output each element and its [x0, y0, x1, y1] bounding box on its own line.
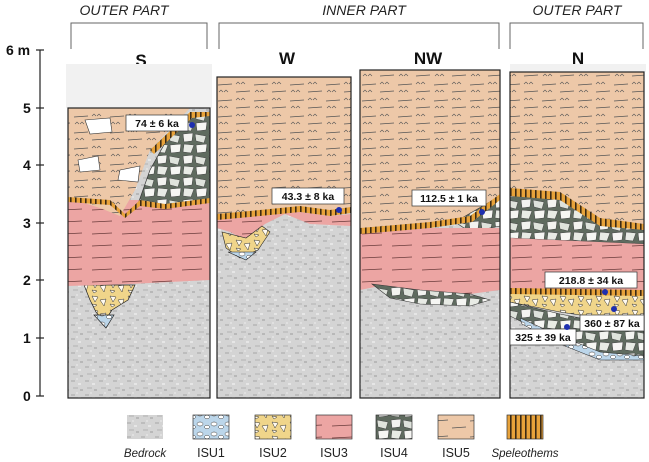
background-haze-s — [66, 64, 212, 108]
legend-swatch-isu5 — [437, 414, 475, 440]
bracket-outer-left — [70, 22, 208, 49]
sample-dot-n-low — [564, 324, 570, 330]
legend-item-isu3: ISU3 — [315, 414, 353, 460]
date-s-top: 74 ± 6 ka — [125, 114, 195, 132]
svg-text:218.8 ± 34 ka: 218.8 ± 34 ka — [559, 275, 623, 287]
outer-part-label-right: OUTER PART — [533, 2, 623, 18]
svg-text:Speleothems: Speleothems — [491, 448, 558, 460]
y-tick-2: 2 — [23, 272, 31, 288]
sample-dot-n-upper — [602, 289, 608, 295]
s-isu3 — [68, 200, 210, 286]
n-speleothem-mid — [510, 288, 644, 296]
svg-text:Bedrock: Bedrock — [124, 448, 167, 460]
inner-part-label: INNER PART — [322, 2, 407, 18]
sample-dot-n-mid — [611, 306, 617, 312]
legend-swatch-isu3 — [315, 414, 353, 440]
svg-text:ISU1: ISU1 — [197, 446, 225, 460]
outer-part-label-left: OUTER PART — [80, 2, 170, 18]
background-haze-n — [510, 64, 646, 72]
y-tick-1: 1 — [23, 330, 31, 346]
svg-text:ISU2: ISU2 — [259, 446, 287, 460]
legend-item-isu5: ISU5 — [437, 414, 475, 460]
column-title-nw: NW — [414, 49, 443, 68]
date-n-mid: 360 ± 87 ka — [579, 306, 645, 332]
section-w — [216, 76, 352, 399]
bracket-inner — [218, 22, 500, 49]
y-tick-6m: 6 m — [6, 42, 30, 58]
svg-text:ISU4: ISU4 — [380, 446, 408, 460]
s-isu5 — [68, 108, 190, 216]
nw-isu3 — [360, 228, 500, 294]
n-isu5 — [510, 72, 644, 228]
svg-text:325 ± 39 ka: 325 ± 39 ka — [515, 332, 571, 344]
s-speleothem-crust — [150, 112, 210, 154]
column-title-s: S — [135, 51, 146, 70]
legend-item-isu1: ISU1 — [192, 414, 230, 460]
w-isu1 — [227, 251, 257, 261]
date-n-low: 325 ± 39 ka — [509, 324, 577, 346]
sample-dot-s — [189, 122, 195, 128]
w-isu5 — [217, 77, 351, 216]
column-title-w: W — [279, 49, 296, 68]
y-tick-5: 5 — [23, 100, 31, 116]
legend-swatch-isu4 — [375, 414, 413, 440]
column-title-n: N — [572, 49, 584, 68]
y-tick-3: 3 — [23, 215, 31, 231]
w-speleothem-band — [217, 206, 351, 220]
date-w-upper: 43.3 ± 8 ka — [271, 187, 345, 213]
legend-swatch-isu2 — [254, 414, 292, 440]
date-nw-upper: 112.5 ± 1 ka — [411, 189, 487, 215]
legend-swatch-speleothems — [506, 414, 544, 440]
legend-swatch-isu1 — [192, 414, 230, 440]
sample-dot-w — [336, 207, 342, 213]
sample-dot-nw — [479, 209, 485, 215]
y-axis: 6 m 5 4 3 2 1 0 — [6, 42, 44, 404]
s-speleothem-band — [68, 197, 210, 218]
section-s — [67, 107, 211, 399]
svg-text:74 ± 6 ka: 74 ± 6 ka — [135, 118, 179, 130]
n-speleothem-upper — [510, 188, 644, 230]
legend-item-isu2: ISU2 — [254, 414, 292, 460]
legend-item-bedrock: Bedrock — [124, 415, 167, 460]
legend: Bedrock ISU1 ISU2 ISU3 ISU4 ISU5 Speleot… — [124, 414, 559, 460]
nw-speleothem-band — [360, 194, 500, 234]
legend-item-speleothems: Speleothems — [491, 414, 559, 460]
section-nw — [359, 69, 501, 399]
y-tick-0: 0 — [23, 388, 31, 404]
svg-text:112.5 ± 1 ka: 112.5 ± 1 ka — [420, 193, 478, 205]
bracket-outer-right — [509, 22, 644, 49]
w-isu2 — [221, 225, 271, 259]
svg-text:360 ± 87 ka: 360 ± 87 ka — [584, 318, 640, 330]
svg-text:ISU3: ISU3 — [320, 446, 348, 460]
date-n-upper: 218.8 ± 34 ka — [544, 271, 638, 295]
svg-text:43.3 ± 8 ka: 43.3 ± 8 ka — [282, 191, 335, 203]
section-n — [509, 71, 645, 399]
nw-isu4-lower — [370, 283, 492, 307]
svg-text:ISU5: ISU5 — [442, 446, 470, 460]
legend-swatch-bedrock — [127, 415, 163, 439]
y-tick-4: 4 — [23, 157, 31, 173]
legend-item-isu4: ISU4 — [375, 414, 413, 460]
w-isu3 — [217, 212, 351, 240]
s-isu1 — [93, 314, 115, 329]
